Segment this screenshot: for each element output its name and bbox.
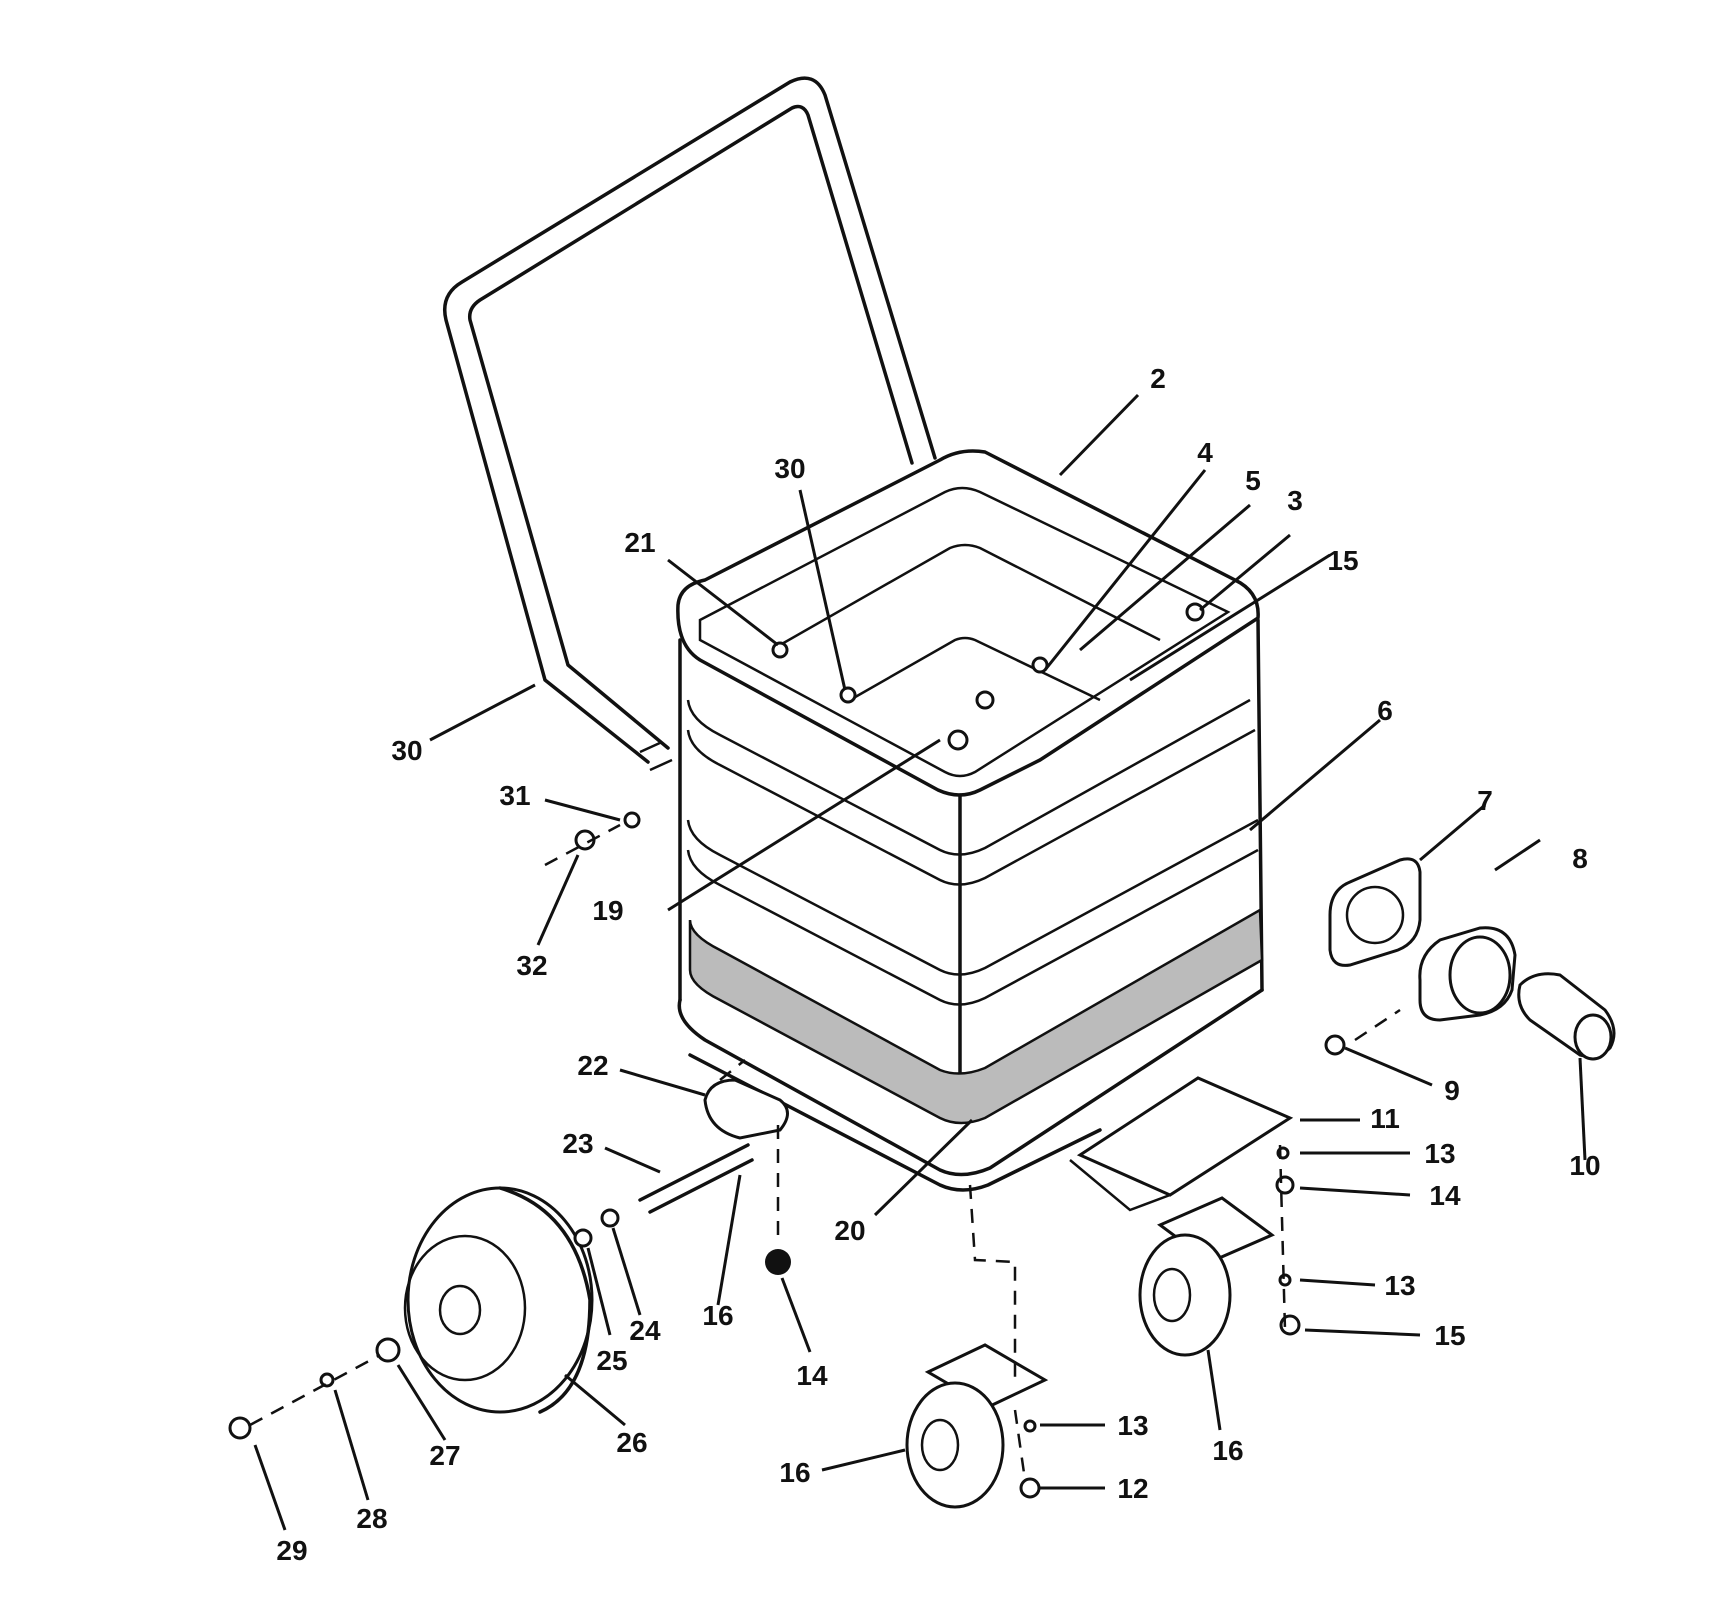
callout-21: 23 bbox=[562, 1128, 593, 1159]
callout-2: 2 bbox=[1150, 363, 1166, 394]
axle-assembly bbox=[638, 1078, 789, 1214]
callout-12: 12 bbox=[1117, 1473, 1148, 1504]
callout-11: 11 bbox=[1370, 1103, 1400, 1134]
inlet-fittings bbox=[1328, 857, 1616, 1061]
callout-27: 28 bbox=[356, 1503, 387, 1534]
callout-19: 21 bbox=[624, 527, 655, 558]
wheel bbox=[403, 1186, 594, 1414]
callout-25: 26 bbox=[616, 1427, 647, 1458]
callout-8: 8 bbox=[1572, 843, 1588, 874]
callout-5: 5 bbox=[1245, 465, 1261, 496]
callout-15-bottom: 15 bbox=[1434, 1320, 1465, 1351]
callout-16-front: 16 bbox=[779, 1457, 810, 1488]
callout-22: 16 bbox=[702, 1300, 733, 1331]
mounting-plate bbox=[1069, 1076, 1294, 1212]
callout-7: 7 bbox=[1477, 785, 1493, 816]
callout-3: 3 bbox=[1287, 485, 1303, 516]
callout-23: 24 bbox=[629, 1315, 661, 1346]
callout-18: 20 bbox=[834, 1215, 865, 1246]
assembly-lines bbox=[249, 823, 1401, 1481]
callout-10: 10 bbox=[1569, 1150, 1600, 1181]
callout-28: 29 bbox=[276, 1535, 307, 1566]
handle bbox=[443, 76, 937, 772]
callout-32: 32 bbox=[516, 950, 547, 981]
tank-body bbox=[676, 449, 1264, 1192]
callout-9: 9 bbox=[1444, 1075, 1460, 1106]
callout-16-right: 16 bbox=[1212, 1435, 1243, 1466]
callout-15-top: 15 bbox=[1327, 545, 1358, 576]
callout-6: 6 bbox=[1377, 695, 1393, 726]
callout-14-lower: 14 bbox=[796, 1360, 828, 1391]
callout-4: 4 bbox=[1197, 437, 1213, 468]
callout-31: 31 bbox=[499, 780, 530, 811]
caster-right bbox=[1138, 1196, 1275, 1357]
callout-13-middle: 13 bbox=[1384, 1270, 1415, 1301]
callout-24: 25 bbox=[596, 1345, 627, 1376]
callout-17: 19 bbox=[592, 895, 623, 926]
callout-26: 27 bbox=[429, 1440, 460, 1471]
callout-14-right: 14 bbox=[1429, 1180, 1461, 1211]
callouts: 16 2 4 5 3 15 6 7 8 9 10 11 13 14 13 15 … bbox=[276, 363, 1600, 1566]
callout-13-upper: 13 bbox=[1424, 1138, 1455, 1169]
callout-20: 22 bbox=[577, 1050, 608, 1081]
callout-13-lower: 13 bbox=[1117, 1410, 1148, 1441]
caster-front bbox=[905, 1343, 1049, 1509]
callout-29: 30 bbox=[391, 735, 422, 766]
leader-lines bbox=[253, 393, 1587, 1531]
callout-30: 30 bbox=[774, 453, 805, 484]
